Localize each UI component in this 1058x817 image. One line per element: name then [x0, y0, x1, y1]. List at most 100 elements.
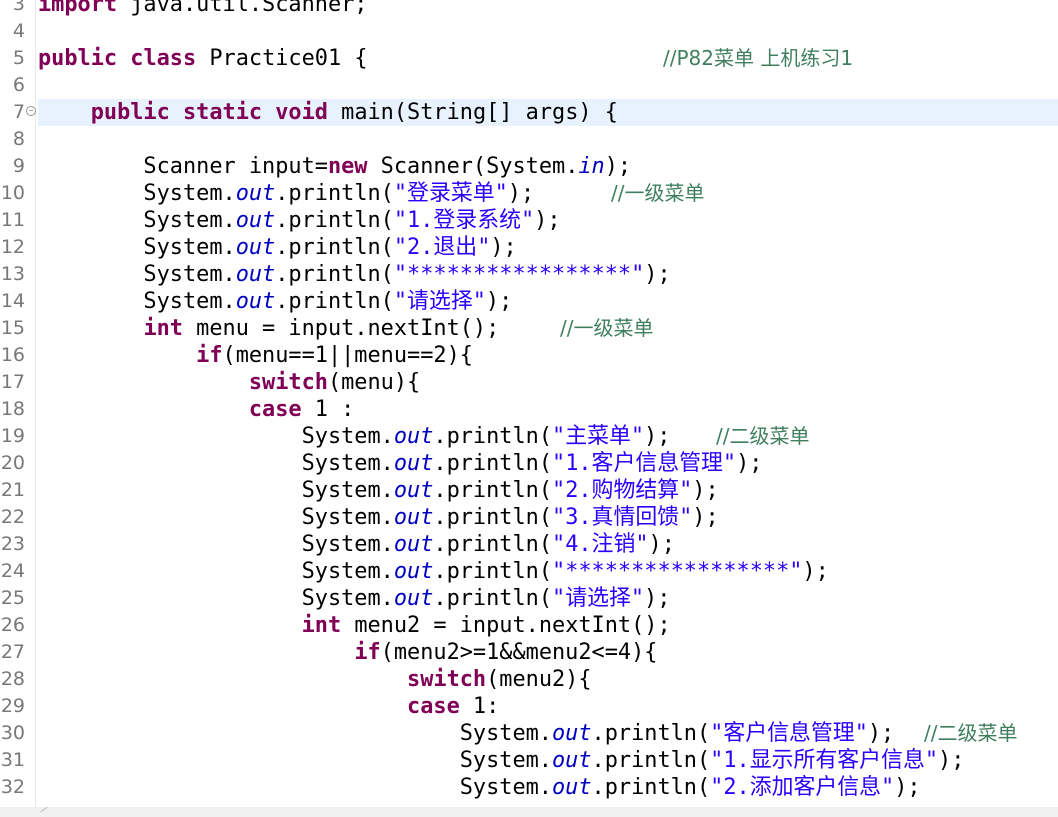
line-number: 31	[0, 749, 25, 771]
code-line[interactable]: 20 System.out.println("1.客户信息管理");	[0, 450, 1058, 477]
keyword: case	[407, 694, 460, 719]
horizontal-scrollbar[interactable]	[0, 806, 1058, 817]
field-ref: out	[552, 748, 592, 773]
code-line[interactable]: 18 case 1 :	[0, 396, 1058, 423]
code-content: case 1 :	[38, 396, 354, 423]
code-line[interactable]: 21 System.out.println("2.购物结算");	[0, 477, 1058, 504]
string-literal: "请选择"	[552, 586, 645, 611]
code-text	[38, 667, 407, 692]
code-line[interactable]: 10 System.out.println("登录菜单");//一级菜单	[0, 180, 1058, 207]
code-text: );	[644, 586, 671, 611]
line-number: 20	[0, 452, 25, 474]
code-line[interactable]: 11 System.out.println("1.登录系统");	[0, 207, 1058, 234]
code-line[interactable]: 25 System.out.println("请选择");	[0, 585, 1058, 612]
code-line[interactable]: 32 System.out.println("2.添加客户信息");	[0, 774, 1058, 801]
code-text	[38, 370, 249, 395]
code-line[interactable]: 26 int menu2 = input.nextInt();	[0, 612, 1058, 639]
code-line[interactable]: 22 System.out.println("3.真情回馈");	[0, 504, 1058, 531]
gutter-divider	[35, 0, 36, 807]
line-number: 26	[0, 614, 25, 636]
code-text: System.	[38, 181, 236, 206]
code-text: menu = input.nextInt();	[182, 316, 500, 341]
string-literal: "客户信息管理"	[710, 721, 868, 746]
string-literal: "2.添加客户信息"	[710, 775, 895, 800]
code-text: );	[894, 775, 921, 800]
string-literal: "2.购物结算"	[552, 478, 693, 503]
line-number: 32	[0, 776, 25, 798]
code-line[interactable]: 16 if(menu==1||menu==2){	[0, 342, 1058, 369]
comment: //P82菜单 上机练习1	[663, 46, 854, 70]
code-text: .println(	[275, 235, 394, 260]
field-ref: out	[235, 235, 276, 260]
code-content: System.out.println("2.添加客户信息");	[38, 774, 921, 801]
string-literal: "1.登录系统"	[393, 208, 535, 233]
code-line[interactable]: 15 int menu = input.nextInt();//一级菜单	[0, 315, 1058, 342]
code-line[interactable]: 24 System.out.println("*****************…	[0, 558, 1058, 585]
code-line[interactable]: 29 case 1:	[0, 693, 1058, 720]
code-text: System.	[38, 559, 394, 584]
line-number: 9	[12, 155, 25, 177]
code-text: (menu==1||menu==2){	[222, 343, 473, 368]
line-number: 22	[0, 506, 25, 528]
string-literal: "主菜单"	[552, 424, 645, 449]
code-content: System.out.println("请选择");	[38, 288, 512, 315]
code-line[interactable]: 30 System.out.println("客户信息管理");//二级菜单	[0, 720, 1058, 747]
code-line[interactable]: 6	[0, 72, 1058, 99]
code-text: );	[485, 289, 513, 314]
code-line[interactable]: 13 System.out.println("*****************…	[0, 261, 1058, 288]
code-text	[170, 100, 183, 125]
code-content: System.out.println("1.登录系统");	[38, 207, 560, 234]
line-number: 3	[12, 0, 25, 15]
code-text: main(String[] args) {	[327, 100, 618, 125]
line-number: 21	[0, 479, 25, 501]
code-text: System.	[38, 748, 552, 773]
code-text: System.	[38, 478, 394, 503]
keyword: new	[327, 154, 368, 179]
code-line[interactable]: 23 System.out.println("4.注销");	[0, 531, 1058, 558]
keyword: switch	[407, 667, 487, 692]
code-text: .println(	[433, 451, 553, 476]
code-line[interactable]: 14 System.out.println("请选择");	[0, 288, 1058, 315]
code-text: .println(	[433, 586, 553, 611]
code-text: );	[507, 181, 535, 206]
code-line[interactable]: 31 System.out.println("1.显示所有客户信息");	[0, 747, 1058, 774]
code-line[interactable]: 9 Scanner input=new Scanner(System.in);	[0, 153, 1058, 180]
code-line[interactable]: 7− public static void main(String[] args…	[0, 99, 1058, 126]
code-text: .println(	[591, 748, 711, 773]
line-number: 8	[12, 128, 25, 150]
code-line[interactable]: 27 if(menu2>=1&&menu2<=4){	[0, 639, 1058, 666]
keyword: public	[90, 100, 170, 125]
code-content: System.out.println("登录菜单");	[38, 180, 534, 207]
code-text	[38, 640, 354, 665]
keyword: int	[143, 316, 183, 341]
code-line[interactable]: 12 System.out.println("2.退出");	[0, 234, 1058, 261]
code-content: switch(menu2){	[38, 666, 592, 693]
line-number: 10	[0, 182, 25, 204]
line-number: 12	[0, 236, 25, 258]
string-literal: "1.显示所有客户信息"	[710, 748, 939, 773]
line-number: 15	[0, 317, 25, 339]
code-text: System.	[38, 424, 394, 449]
code-content: public static void main(String[] args) {	[38, 99, 618, 126]
code-line[interactable]: 8	[0, 126, 1058, 153]
code-line[interactable]: 17 switch(menu){	[0, 369, 1058, 396]
code-text: .println(	[275, 181, 394, 206]
code-text: java.util.Scanner;	[117, 0, 368, 17]
fold-collapse-icon[interactable]: −	[26, 106, 36, 116]
code-text: );	[648, 532, 675, 557]
code-text: .println(	[433, 532, 553, 557]
field-ref: out	[552, 775, 592, 800]
code-text: .println(	[433, 424, 553, 449]
code-line[interactable]: 19 System.out.println("主菜单");//二级菜单	[0, 423, 1058, 450]
string-literal: "3.真情回馈"	[552, 505, 693, 530]
code-line[interactable]: 28 switch(menu2){	[0, 666, 1058, 693]
line-number: 30	[0, 722, 25, 744]
line-number: 5	[12, 47, 25, 69]
code-line[interactable]: 4	[0, 18, 1058, 45]
line-number: 14	[0, 290, 25, 312]
field-ref: out	[393, 586, 434, 611]
code-content: System.out.println("1.显示所有客户信息");	[38, 747, 965, 774]
